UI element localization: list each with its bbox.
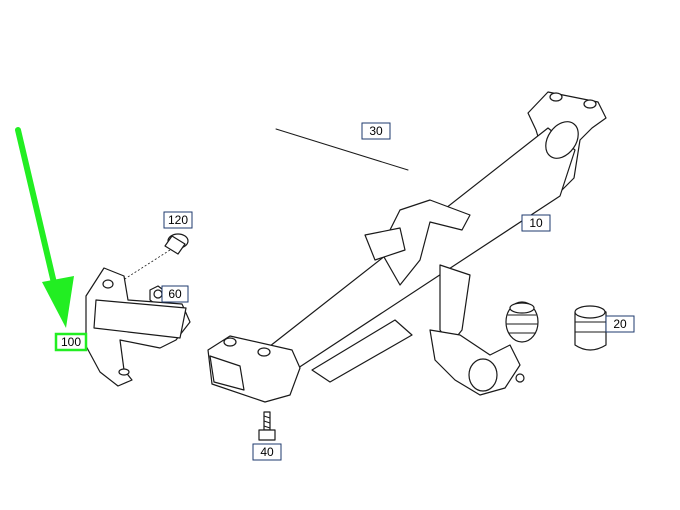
callout-30: 30 — [361, 122, 391, 140]
highlight-arrow-icon — [15, 127, 74, 328]
callout-40: 40 — [252, 443, 282, 461]
callout-60: 60 — [161, 285, 189, 303]
bracket-part-100 — [85, 267, 191, 387]
bolt-part-120 — [119, 233, 189, 283]
callout-100: 100 — [54, 332, 88, 352]
wire-part-30 — [275, 128, 409, 171]
callout-label: 100 — [61, 335, 81, 349]
crossbar-part-10 — [207, 91, 607, 403]
callout-label: 60 — [168, 287, 182, 301]
cap-part-20 — [574, 305, 607, 351]
callout-label: 120 — [168, 213, 188, 227]
bolt-part-40 — [258, 411, 276, 441]
callout-label: 30 — [369, 124, 383, 138]
callout-120: 120 — [163, 211, 193, 229]
callout-label: 20 — [613, 317, 627, 331]
callout-label: 10 — [529, 216, 543, 230]
callout-10: 10 — [521, 214, 551, 232]
callout-label: 40 — [260, 445, 274, 459]
callout-20: 20 — [605, 315, 635, 333]
